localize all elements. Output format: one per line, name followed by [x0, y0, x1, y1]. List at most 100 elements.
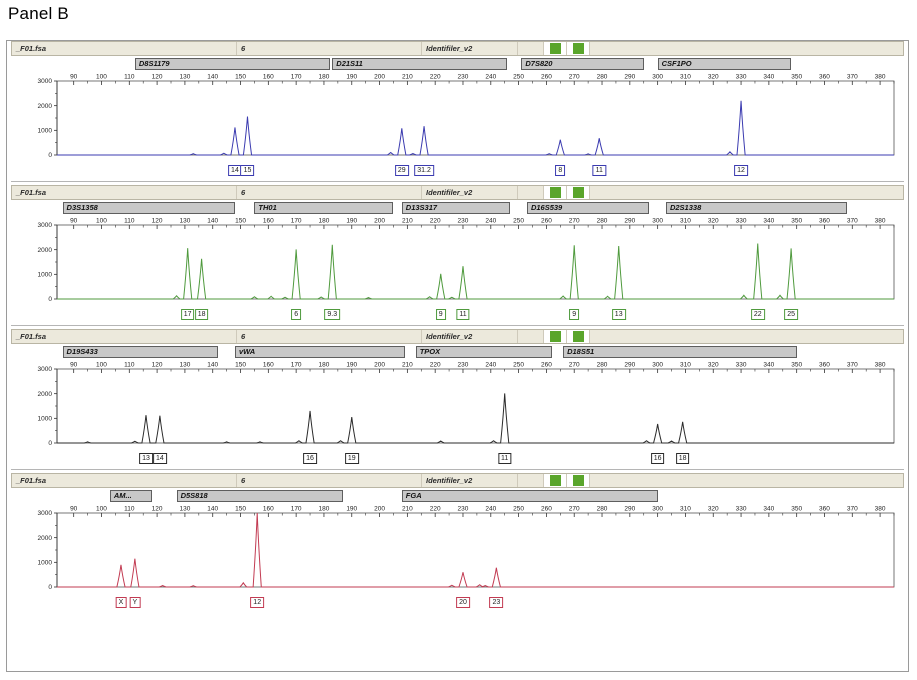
allele-call-label[interactable]: 8 [555, 165, 566, 176]
svg-text:90: 90 [70, 74, 78, 81]
allele-call-label[interactable]: 19 [344, 453, 359, 464]
status-square-cell-1[interactable] [544, 42, 567, 55]
status-square-cell-1[interactable] [544, 330, 567, 343]
allele-call-label[interactable]: 6 [291, 309, 302, 320]
svg-text:0: 0 [48, 296, 52, 303]
marker-bar[interactable]: D5S818 [176, 490, 344, 502]
marker-bar[interactable]: D16S539 [526, 202, 650, 214]
marker-bar[interactable]: D18S51 [563, 346, 797, 358]
svg-text:230: 230 [458, 74, 469, 81]
allele-call-label[interactable]: X [115, 597, 127, 608]
svg-text:250: 250 [513, 74, 524, 81]
allele-call-label[interactable]: 20 [456, 597, 470, 608]
svg-text:170: 170 [291, 506, 302, 513]
svg-text:320: 320 [708, 218, 719, 225]
svg-text:140: 140 [207, 362, 218, 369]
allele-call-label[interactable]: 9.3 [324, 309, 341, 320]
allele-call-label[interactable]: 13 [611, 309, 626, 320]
svg-text:130: 130 [179, 362, 190, 369]
panel-divider [11, 469, 904, 470]
allele-call-label[interactable]: 14 [152, 453, 167, 464]
svg-text:220: 220 [430, 218, 441, 225]
svg-text:2000: 2000 [38, 391, 53, 398]
svg-text:1000: 1000 [38, 128, 53, 135]
svg-text:230: 230 [458, 362, 469, 369]
marker-bar[interactable]: vWA [234, 346, 405, 358]
status-square-cell-1[interactable] [544, 474, 567, 487]
marker-bar-row: AM... D5S818 FGA [11, 490, 904, 503]
svg-text:340: 340 [763, 362, 774, 369]
svg-text:310: 310 [680, 218, 691, 225]
marker-bar[interactable]: CSF1PO [657, 58, 792, 70]
allele-call-label[interactable]: 12 [734, 165, 748, 176]
marker-bar[interactable]: D7S820 [521, 58, 644, 70]
svg-text:180: 180 [319, 506, 330, 513]
allele-call-label[interactable]: 18 [194, 309, 209, 320]
svg-text:170: 170 [291, 74, 302, 81]
svg-text:370: 370 [847, 506, 858, 513]
status-square-cell-2[interactable] [567, 474, 590, 487]
allele-call-label[interactable]: 29 [394, 165, 409, 176]
svg-text:100: 100 [96, 362, 107, 369]
svg-text:320: 320 [708, 362, 719, 369]
marker-bar[interactable]: D8S1179 [134, 58, 330, 70]
allele-call-label[interactable]: 11 [592, 165, 606, 176]
status-square-cell-2[interactable] [567, 42, 590, 55]
marker-bar[interactable]: TPOX [415, 346, 552, 358]
allele-call-label[interactable]: 11 [456, 309, 470, 320]
allele-call-label[interactable]: 15 [240, 165, 255, 176]
marker-bar[interactable]: D21S11 [332, 58, 508, 70]
green-status-square-icon [572, 187, 584, 198]
allele-call-label[interactable]: 22 [750, 309, 765, 320]
allele-call-label[interactable]: Y [129, 597, 141, 608]
svg-text:320: 320 [708, 74, 719, 81]
svg-text:90: 90 [70, 506, 78, 513]
status-square-cell-2[interactable] [567, 186, 590, 199]
marker-bar[interactable]: FGA [401, 490, 658, 502]
allele-call-label[interactable]: 16 [650, 453, 665, 464]
allele-call-label[interactable]: 9 [435, 309, 446, 320]
allele-call-label[interactable]: 23 [489, 597, 504, 608]
svg-text:340: 340 [763, 218, 774, 225]
marker-bar[interactable]: D3S1358 [62, 202, 235, 214]
allele-call-label[interactable]: 16 [303, 453, 317, 464]
allele-call-label[interactable]: 25 [784, 309, 799, 320]
marker-bar[interactable]: D19S433 [62, 346, 219, 358]
svg-text:250: 250 [513, 362, 524, 369]
dye-trace-line [57, 512, 894, 588]
svg-text:310: 310 [680, 74, 691, 81]
allele-call-label[interactable]: 12 [250, 597, 265, 608]
allele-call-label[interactable]: 18 [675, 453, 690, 464]
svg-text:290: 290 [624, 506, 635, 513]
svg-text:220: 220 [430, 74, 441, 81]
marker-bar[interactable]: D2S1338 [665, 202, 847, 214]
marker-bar[interactable]: D13S317 [401, 202, 511, 214]
svg-text:360: 360 [819, 74, 830, 81]
allele-call-label[interactable]: 11 [498, 453, 512, 464]
svg-text:110: 110 [124, 362, 135, 369]
svg-text:280: 280 [597, 218, 608, 225]
allele-call-label[interactable]: 13 [139, 453, 153, 464]
meta-spacer [518, 42, 544, 55]
svg-text:310: 310 [680, 362, 691, 369]
status-square-cell-2[interactable] [567, 330, 590, 343]
svg-text:240: 240 [485, 362, 496, 369]
svg-text:380: 380 [875, 506, 886, 513]
allele-call-label[interactable]: 31.2 [414, 165, 434, 176]
meta-tail [590, 330, 903, 343]
allele-call-label[interactable]: 9 [569, 309, 580, 320]
status-square-cell-1[interactable] [544, 186, 567, 199]
marker-bar[interactable]: TH01 [254, 202, 394, 214]
allele-call-label[interactable]: 17 [180, 309, 195, 320]
marker-bar[interactable]: AM... [109, 490, 152, 502]
